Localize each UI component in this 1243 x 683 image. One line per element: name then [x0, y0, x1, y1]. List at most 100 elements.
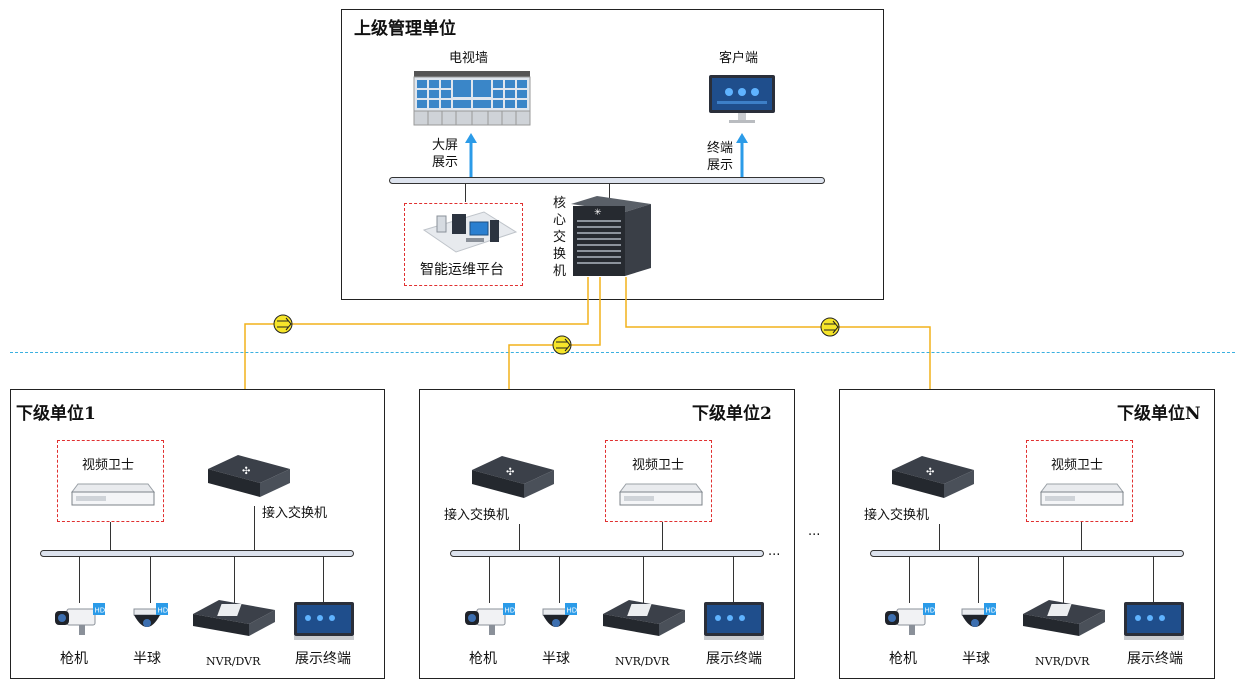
unit-2-display-connector: [733, 557, 734, 603]
unit-2-nvr-connector: [643, 557, 644, 603]
unit-2-title: 下级单位2: [692, 404, 772, 424]
unit-n-device-label-4: 展示终端: [1127, 651, 1183, 667]
unit-1-guard-server-icon: [71, 483, 155, 506]
terminal-arrow: [736, 133, 748, 177]
unit-2-guard-server-icon: [619, 483, 703, 506]
svg-text:HD: HD: [95, 607, 106, 615]
unit-1-bus: [40, 550, 354, 557]
unit-n-nvr-icon: [1023, 600, 1105, 636]
core-switch-icon: ✳: [571, 196, 651, 276]
unit-1-guard-connector: [110, 522, 111, 550]
unit-2-cam-connector: [489, 557, 490, 603]
unit-2-device-label-1: 枪机: [469, 651, 497, 667]
big-screen-label-2: 展示: [432, 155, 459, 170]
core-switch-label-4: 换: [553, 247, 567, 262]
big-screen-arrow: [465, 133, 477, 177]
unit-1-cam-connector: [79, 557, 80, 603]
unit-2-guard-label: 视频卫士: [632, 458, 685, 473]
unit-n-switch-connector: [939, 524, 940, 550]
unit-n-dome-camera-icon: HD: [961, 603, 997, 627]
unit-1-switch-label: 接入交换机: [262, 506, 328, 521]
tv-wall-icon: [413, 71, 531, 126]
unit-1-switch-connector: [254, 506, 255, 550]
core-switch-connector: [609, 184, 610, 199]
unit-n-device-label-3: NVR/DVR: [1035, 655, 1090, 668]
unit-2-dome-connector: [559, 557, 560, 603]
bus-ellipsis: ...: [768, 544, 781, 559]
ops-platform-label: 智能运维平台: [420, 262, 504, 278]
svg-text:✣: ✣: [506, 467, 514, 478]
tv-wall-label: 电视墙: [449, 51, 489, 66]
network-separator-line: [10, 352, 1235, 353]
svg-text:HD: HD: [925, 607, 936, 615]
terminal-label-2: 展示: [707, 158, 734, 173]
unit-2-dome-camera-icon: HD: [542, 603, 578, 627]
unit-n-guard-server-icon: [1040, 483, 1124, 506]
unit-n-display-connector: [1153, 557, 1154, 603]
svg-text:HD: HD: [986, 607, 997, 615]
unit-n-cam-connector: [909, 557, 910, 603]
unit-n-switch-label: 接入交换机: [864, 508, 930, 523]
unit-2-guard-box: [605, 440, 712, 522]
unit-2-switch-connector: [519, 524, 520, 550]
core-switch-label-2: 心: [553, 213, 567, 228]
ops-platform-connector: [465, 184, 466, 202]
unit-1-display-connector: [323, 557, 324, 603]
fiber-connector-3: [820, 317, 840, 337]
svg-text:HD: HD: [505, 607, 516, 615]
units-ellipsis: ...: [808, 524, 821, 539]
top-unit-title: 上级管理单位: [354, 19, 456, 39]
fiber-connector-2: [552, 335, 572, 355]
unit-2-access-switch-icon: ✣: [472, 456, 554, 498]
unit-n-title: 下级单位N: [1117, 404, 1201, 424]
unit-1-display-terminal-icon: [294, 602, 354, 640]
core-switch-label-5: 机: [553, 264, 567, 279]
unit-2-device-label-2: 半球: [542, 651, 570, 667]
unit-2-display-terminal-icon: [704, 602, 764, 640]
unit-1-dome-connector: [150, 557, 151, 603]
svg-text:HD: HD: [158, 607, 169, 615]
svg-text:HD: HD: [567, 607, 578, 615]
unit-1-device-label-1: 枪机: [60, 651, 88, 667]
unit-1-title: 下级单位1: [16, 404, 96, 424]
core-switch-label-1: 核: [553, 196, 567, 211]
unit-2-guard-connector: [662, 522, 663, 550]
unit-2-bus: [450, 550, 764, 557]
core-switch-label-3: 交: [553, 230, 567, 245]
unit-n-guard-label: 视频卫士: [1051, 458, 1104, 473]
unit-1-bullet-camera-icon: HD: [55, 603, 106, 635]
unit-n-nvr-connector: [1063, 557, 1064, 603]
unit-1-dome-camera-icon: HD: [133, 603, 169, 627]
unit-2-nvr-icon: [603, 600, 685, 636]
unit-1-nvr-icon: [193, 600, 275, 636]
unit-n-guard-box: [1026, 440, 1133, 522]
fiber-connector-1: [273, 314, 293, 334]
unit-1-nvr-connector: [234, 557, 235, 603]
unit-2-bullet-camera-icon: HD: [465, 603, 516, 635]
unit-2-device-label-3: NVR/DVR: [615, 655, 670, 668]
unit-n-access-switch-icon: ✣: [892, 456, 974, 498]
unit-1-device-label-2: 半球: [133, 651, 161, 667]
unit-n-dome-connector: [978, 557, 979, 603]
unit-2-device-label-4: 展示终端: [706, 651, 762, 667]
svg-text:✳: ✳: [594, 208, 602, 218]
client-monitor-icon: [709, 75, 775, 123]
svg-text:✣: ✣: [242, 466, 250, 477]
unit-n-display-terminal-icon: [1124, 602, 1184, 640]
big-screen-label-1: 大屏: [432, 138, 459, 153]
unit-n-bus: [870, 550, 1184, 557]
unit-n-device-label-2: 半球: [962, 651, 990, 667]
top-network-bus: [389, 177, 825, 184]
terminal-label-1: 终端: [707, 141, 734, 156]
unit-1-guard-label: 视频卫士: [82, 458, 135, 473]
unit-1-access-switch-icon: ✣: [208, 455, 290, 497]
ops-platform-icon: [422, 211, 518, 253]
unit-1-device-label-4: 展示终端: [295, 651, 351, 667]
unit-1-guard-box: [57, 440, 164, 522]
unit-n-device-label-1: 枪机: [889, 651, 917, 667]
unit-n-guard-connector: [1081, 522, 1082, 550]
ops-platform-dashed-box: [404, 203, 523, 286]
unit-1-device-label-3: NVR/DVR: [206, 655, 261, 668]
unit-2-switch-label: 接入交换机: [444, 508, 510, 523]
svg-text:✣: ✣: [926, 467, 934, 478]
